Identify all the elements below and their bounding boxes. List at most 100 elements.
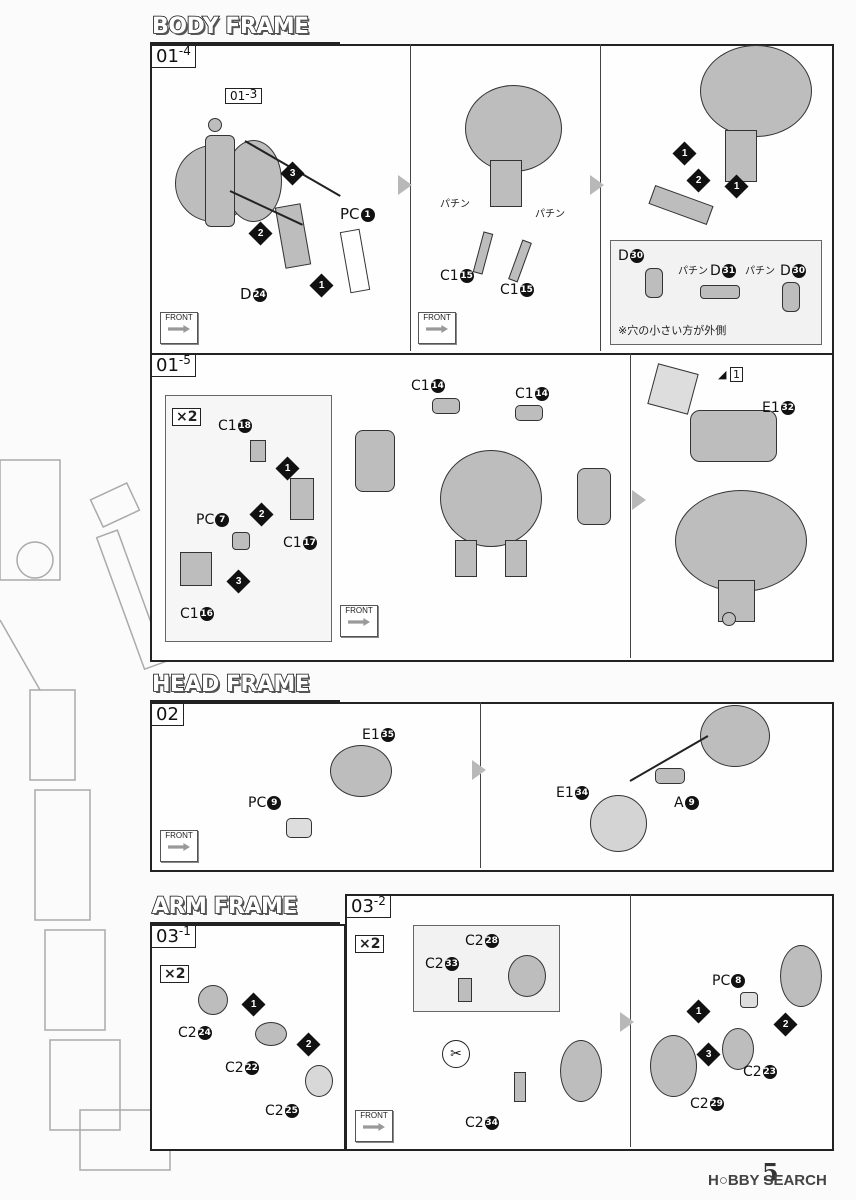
front-indicator: FRONT [340, 605, 378, 637]
step-number-01-5: 01-5 [152, 353, 196, 377]
step-number-01-4: 01-4 [152, 44, 196, 68]
next-arrow-icon [398, 175, 412, 195]
c17-part [290, 478, 314, 520]
step-ref-01-3: 01-3 [225, 87, 263, 104]
next-arrow-icon [590, 175, 604, 195]
section-title-head-frame: HEAD FRAME [151, 671, 310, 698]
front-arrow-icon [168, 325, 190, 333]
section-title-underline [150, 700, 340, 702]
d31-part [700, 285, 740, 299]
cut-guide-icon: ◢ 1 [718, 367, 743, 382]
torso-core-part [205, 135, 235, 227]
watermark: H○BBY SEARCH [708, 1172, 827, 1189]
c34-part [514, 1072, 526, 1102]
torso-drum-part [675, 490, 807, 592]
torso-drum-part [465, 85, 562, 172]
front-indicator: FRONT [160, 312, 198, 344]
shoulder-part [577, 468, 611, 525]
joint-ball-part [208, 118, 222, 132]
leg-joint-part [505, 540, 527, 577]
d30-part [645, 268, 663, 298]
snap-sound-label: パチン [678, 266, 708, 277]
quantity-x2-badge: ×2 [160, 965, 190, 983]
pc7-part [232, 532, 250, 550]
section-title-underline [150, 922, 340, 924]
shoulder-part [355, 430, 395, 492]
no-cut-icon: ✂ [442, 1040, 470, 1068]
next-arrow-icon [620, 1012, 634, 1032]
robot-frame-illustration [0, 459, 171, 1171]
d30-part [782, 282, 800, 312]
snap-sound-label: パチン [745, 266, 775, 277]
snap-sound-label: パチン [440, 199, 470, 210]
front-arrow-icon [426, 325, 448, 333]
c23-part [722, 1028, 754, 1070]
waist-part [490, 160, 522, 207]
c29-part [650, 1035, 697, 1097]
quantity-x2-badge: ×2 [172, 408, 202, 426]
pc8-part [740, 992, 758, 1008]
c14-part [432, 398, 460, 414]
joint-ball-part [722, 612, 736, 626]
elbow-part [780, 945, 822, 1007]
c25-part [305, 1065, 333, 1097]
torso-drum-part [440, 450, 542, 547]
panel-divider [600, 44, 601, 351]
c16-part [180, 552, 212, 586]
step-number-02: 02 [152, 704, 184, 726]
c33-part [458, 978, 472, 1002]
page-number: 5 [762, 1158, 779, 1187]
front-indicator: FRONT [355, 1110, 393, 1142]
waist-part [725, 130, 757, 182]
leg-joint-part [455, 540, 477, 577]
elbow-part [560, 1040, 602, 1102]
next-arrow-icon [472, 760, 486, 780]
next-arrow-icon [632, 490, 646, 510]
c22-part [255, 1022, 287, 1046]
front-indicator: FRONT [160, 830, 198, 862]
section-title-underline [150, 42, 340, 44]
front-arrow-icon [363, 1123, 385, 1131]
e35-part [330, 745, 392, 797]
head-frame-part [700, 705, 770, 767]
front-arrow-icon [168, 843, 190, 851]
e34-part [590, 795, 647, 852]
panel-divider [480, 702, 481, 868]
front-indicator: FRONT [418, 312, 456, 344]
pc9-part [286, 818, 312, 838]
c18-part [250, 440, 266, 462]
section-title-arm-frame: ARM FRAME [151, 893, 298, 920]
c28-part [508, 955, 546, 997]
quantity-x2-badge: ×2 [355, 935, 385, 953]
torso-drum-part [700, 45, 812, 137]
snap-sound-label: パチン [535, 209, 565, 220]
step-number-03-1: 03-1 [152, 924, 196, 948]
c24-part [198, 985, 228, 1015]
panel-divider [630, 353, 631, 658]
